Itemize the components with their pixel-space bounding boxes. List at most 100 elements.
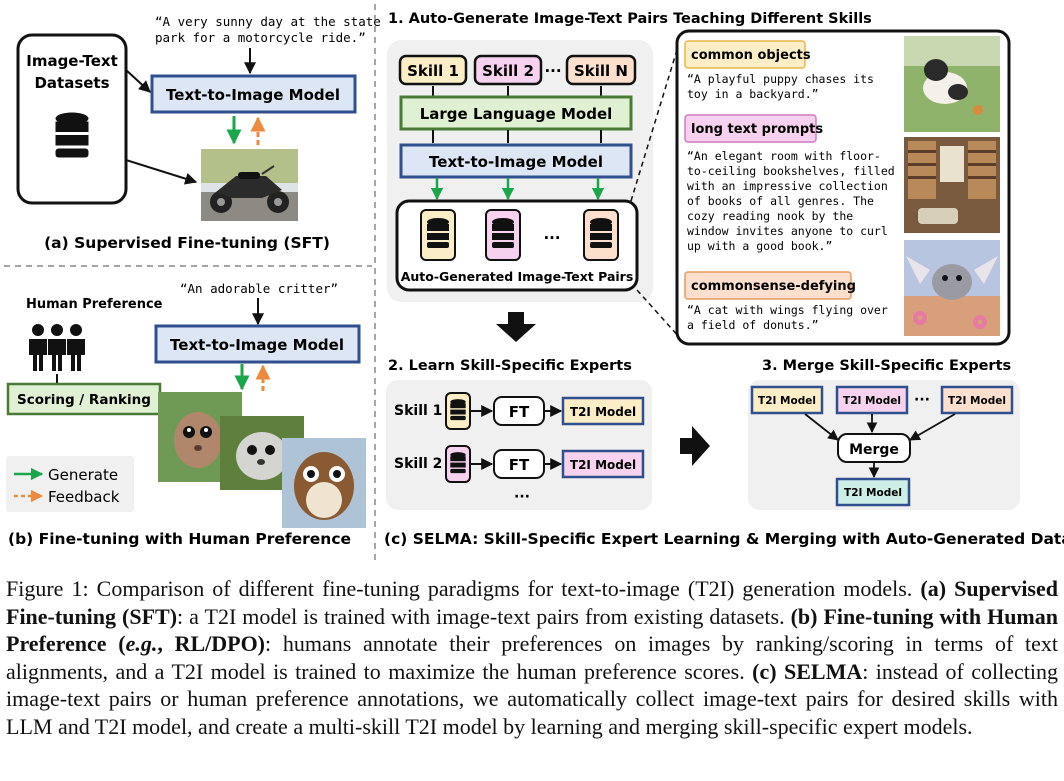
merge-arrow-n <box>909 413 956 441</box>
human-preference-label: Human Preference <box>26 297 163 312</box>
merge-input-1 <box>750 385 824 415</box>
step3-title: 3. Merge Skill-Specific Experts <box>762 358 1011 374</box>
motorcycle-image <box>201 149 298 221</box>
t2i-model-skill-2-label: T2I Model <box>570 458 636 472</box>
caption-b-text: : humans annotate their preferences on i… <box>6 631 1058 684</box>
tag-common-objects-label: common objects <box>691 48 811 63</box>
database-icon <box>450 399 466 421</box>
merge-input-1-label: T2I Model <box>758 395 816 407</box>
figure: Image-Text Datasets “A very sunny day at… <box>4 4 1064 562</box>
database-icon <box>590 218 612 248</box>
caption-c-text: : instead of collecting image-text pairs… <box>6 658 1059 739</box>
example-3-line-2: a field of donuts.” <box>687 318 819 332</box>
example-2-line-6: window invites anyone to curl <box>687 224 888 238</box>
example-2-line-1: “An elegant room with floor- <box>687 149 881 163</box>
sft-prompt-line-1: “A very sunny day at the state <box>155 14 381 29</box>
merge-label: Merge <box>849 442 899 458</box>
tag-long-text-label: long text prompts <box>691 122 823 137</box>
skill-2-chip <box>473 54 543 86</box>
tag-commonsense <box>684 271 852 300</box>
pref-model-box <box>154 324 361 364</box>
big-right-arrow-icon <box>680 426 710 466</box>
database-icon <box>427 218 449 248</box>
merged-model-label: T2I Model <box>844 487 902 499</box>
pref-model-label: Text-to-Image Model <box>170 336 344 354</box>
step2-title: 2. Learn Skill-Specific Experts <box>388 358 632 374</box>
caption-a-text: : a T2I model is trained with image-text… <box>177 603 785 629</box>
people-icon <box>29 324 85 371</box>
t2i-model-skill-2 <box>561 449 645 479</box>
example-3-line-1: “A cat with wings flying over <box>687 303 888 317</box>
figure-caption: Figure 1: Comparison of different fine-t… <box>6 575 1058 740</box>
caption-a-head: (a) Supervised Fine-tuning (SFT) <box>6 576 1058 629</box>
merge-input-n <box>940 385 1014 415</box>
legend-feedback-label: Feedback <box>48 488 120 506</box>
panel-a: Image-Text Datasets “A very sunny day at… <box>16 14 381 252</box>
panel-c: 1. Auto-Generate Image-Text Pairs Teachi… <box>384 11 1064 548</box>
llm-box <box>399 95 633 131</box>
scoring-label: Scoring / Ranking <box>17 392 151 408</box>
t2i-model-skill-1-label: T2I Model <box>570 405 636 419</box>
sft-prompt-line-2: park for a motorcycle ride.” <box>155 30 366 45</box>
ft-label-1: FT <box>509 403 530 421</box>
example-1-line-2: toy in a backyard.” <box>687 87 819 101</box>
skill-1-chip <box>398 54 468 86</box>
database-icon <box>450 452 466 474</box>
caption-c-head: (c) SELMA <box>752 658 863 684</box>
example-2-line-2: to-ceiling bookshelves, filled <box>687 164 895 178</box>
gen-t2i-box <box>399 143 633 179</box>
puppy-image <box>904 36 1000 132</box>
panel-c-title: (c) SELMA: Skill-Specific Expert Learnin… <box>384 530 1064 548</box>
sft-model-box <box>150 74 357 114</box>
merged-model-box <box>835 477 911 507</box>
caption-b-head-eg: e.g. <box>125 631 158 656</box>
merge-input-n-label: T2I Model <box>948 395 1006 407</box>
big-down-arrow-icon <box>496 312 536 342</box>
merge-arrow-1 <box>804 413 839 441</box>
skills-ellipsis: ··· <box>544 62 561 80</box>
t2i-model-skill-1 <box>561 396 645 426</box>
skill-n-label: Skill N <box>574 62 628 80</box>
panel-a-title: (a) Supervised Fine-tuning (SFT) <box>44 234 330 252</box>
ft-label-2: FT <box>509 456 530 474</box>
bookshelf-room-image <box>904 137 1000 233</box>
pref-prompt: “An adorable critter” <box>180 281 338 296</box>
example-1-line-1: “A playful puppy chases its <box>687 72 874 86</box>
pairs-ellipsis: ··· <box>543 229 560 247</box>
tag-commonsense-label: commonsense-defying <box>691 279 856 294</box>
datasets-to-model-arrow <box>125 69 151 93</box>
gen-t2i-label: Text-to-Image Model <box>429 153 603 171</box>
example-2-line-4: of books of all genres. The <box>687 194 874 208</box>
step1-title: 1. Auto-Generate Image-Text Pairs Teachi… <box>388 11 872 27</box>
legend-generate-label: Generate <box>48 466 118 484</box>
caption-b-head-2: , RL/DPO) <box>157 631 266 656</box>
merge-input-2-label: T2I Model <box>843 395 901 407</box>
step2-ellipsis: ··· <box>514 489 530 505</box>
tag-common-objects <box>684 40 806 69</box>
sft-model-label: Text-to-Image Model <box>166 86 340 104</box>
skill-1-label: Skill 1 <box>407 62 459 80</box>
merge-ellipsis: ··· <box>914 392 930 408</box>
datasets-to-image-arrow <box>125 159 198 185</box>
pairs-label: Auto-Generated Image-Text Pairs <box>401 269 634 284</box>
database-icon <box>55 112 89 158</box>
caption-b-head-1: (b) Fine-tuning with Human Preference ( <box>6 603 1058 657</box>
llm-label: Large Language Model <box>420 105 613 123</box>
database-icon <box>492 218 514 248</box>
merge-input-2 <box>835 385 909 415</box>
tag-long-text <box>684 114 817 143</box>
panel-b: Human Preference “An adorable critter” T… <box>6 281 366 548</box>
datasets-label-2: Datasets <box>34 74 109 92</box>
step2-skill-2-label: Skill 2 <box>394 456 442 472</box>
datasets-label-1: Image-Text <box>26 52 118 70</box>
callout-line-top <box>630 39 681 202</box>
flying-cat-image <box>904 240 1000 336</box>
ft-box-1 <box>493 396 545 426</box>
example-2-line-5: cozy reading nook by the <box>687 209 853 223</box>
scoring-box <box>6 382 162 416</box>
step2-skill-1-label: Skill 1 <box>394 403 442 419</box>
callout-line-bottom <box>636 289 681 339</box>
skill-2-label: Skill 2 <box>482 62 534 80</box>
caption-intro: Figure 1: Comparison of different fine-t… <box>6 576 913 601</box>
example-2-line-7: up with a good book.” <box>687 239 832 253</box>
